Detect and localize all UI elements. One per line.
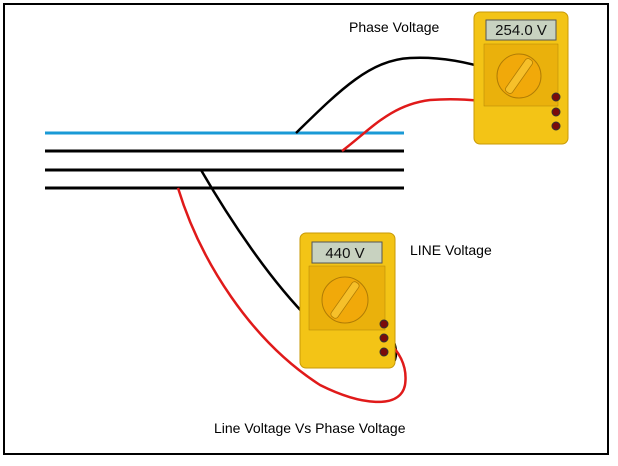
line-meter-red-lead bbox=[176, 187, 407, 404]
phase-voltage-multimeter: 254.0 V bbox=[473, 11, 569, 145]
line-meter-jack-com bbox=[379, 319, 389, 329]
line-meter-reading: 440 V bbox=[325, 245, 364, 262]
phase-meter-jack-v bbox=[551, 107, 561, 117]
phase-meter-reading: 254.0 V bbox=[495, 22, 547, 39]
line-meter-jack-v bbox=[379, 333, 389, 343]
diagram-frame bbox=[3, 3, 609, 455]
phase-voltage-label: Phase Voltage bbox=[349, 19, 440, 35]
line-meter-jack-a bbox=[379, 347, 389, 357]
phase-meter-jack-a bbox=[551, 121, 561, 131]
diagram-caption: Line Voltage Vs Phase Voltage bbox=[214, 420, 406, 436]
line-voltage-label: LINE Voltage bbox=[410, 242, 492, 258]
phase-meter-display bbox=[485, 19, 557, 41]
line-meter-display bbox=[311, 241, 383, 264]
line-voltage-multimeter: 440 V bbox=[299, 232, 396, 369]
phase-meter-jack-com bbox=[551, 92, 561, 102]
